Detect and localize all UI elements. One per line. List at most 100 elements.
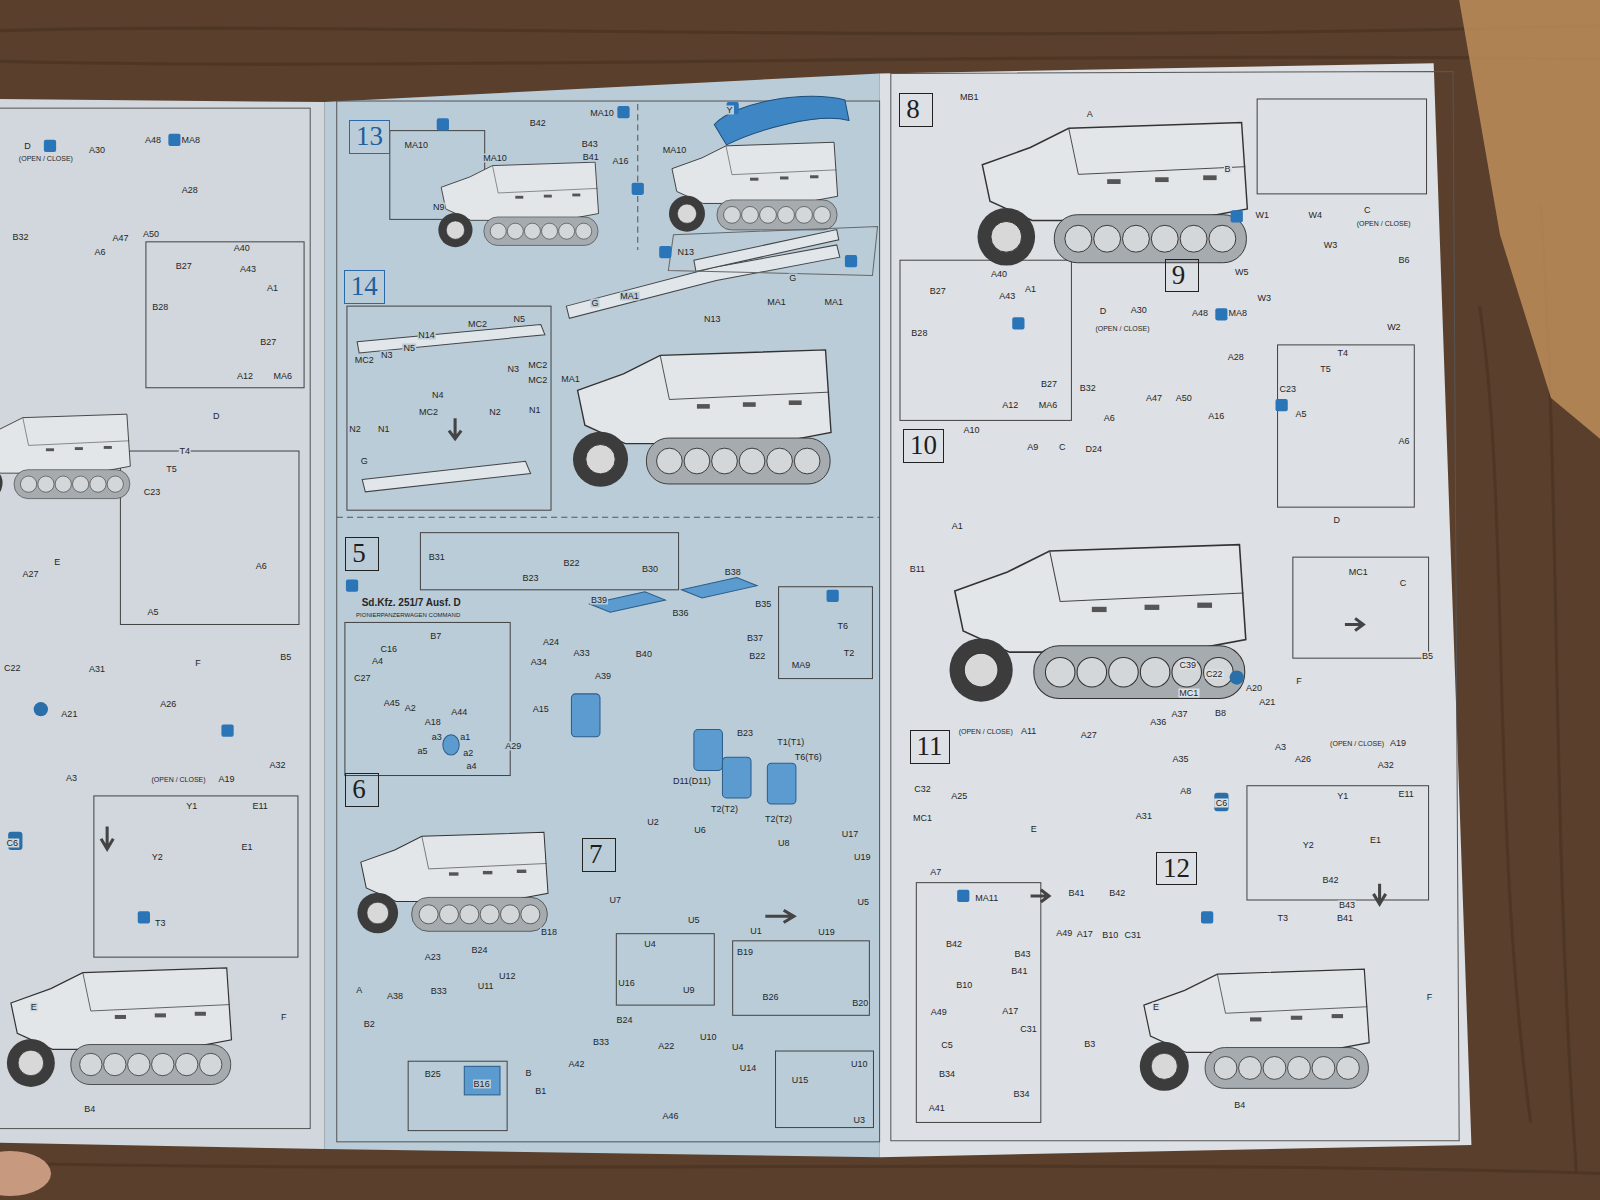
part-label: MA10 bbox=[482, 154, 508, 163]
art-rect bbox=[437, 118, 449, 130]
part-label: A19 bbox=[1389, 738, 1407, 747]
part-label: A6 bbox=[93, 248, 106, 257]
art-path bbox=[0, 57, 1600, 64]
step-number: 8 bbox=[906, 95, 926, 125]
part-label: B43 bbox=[581, 139, 599, 148]
part-label: B23 bbox=[522, 573, 540, 582]
art-rect bbox=[221, 724, 233, 736]
part-label: B27 bbox=[259, 337, 277, 346]
art-rect bbox=[420, 533, 678, 590]
part-label: W3 bbox=[1323, 240, 1339, 249]
part-label: B38 bbox=[724, 568, 742, 577]
part-label: B8 bbox=[1214, 709, 1227, 718]
part-label: A49 bbox=[930, 1008, 948, 1017]
part-label: D bbox=[212, 412, 221, 421]
part-label: U16 bbox=[617, 978, 636, 987]
part-label: U10 bbox=[699, 1032, 718, 1041]
art-rect bbox=[464, 1066, 500, 1095]
part-label: Sd.Kfz. 251/7 Ausf. D bbox=[361, 598, 462, 608]
art-use bbox=[1140, 969, 1369, 1091]
part-label: U14 bbox=[739, 1064, 758, 1073]
page-frame bbox=[891, 71, 1459, 1140]
part-label: A26 bbox=[159, 700, 177, 709]
part-label: B42 bbox=[529, 119, 547, 128]
art-rect bbox=[776, 1051, 874, 1128]
part-label: U2 bbox=[646, 818, 660, 827]
part-label: C23 bbox=[143, 487, 162, 496]
part-label: A30 bbox=[1130, 306, 1148, 315]
art-rect bbox=[408, 1061, 507, 1130]
part-label: T6 bbox=[837, 621, 850, 630]
part-label: (OPEN / CLOSE) bbox=[958, 727, 1014, 734]
part-label: G bbox=[360, 457, 369, 466]
part-label: D11(D11) bbox=[672, 776, 712, 785]
art-rect bbox=[345, 622, 510, 775]
part-label: T3 bbox=[1276, 914, 1289, 923]
part-label: A23 bbox=[424, 953, 442, 962]
part-label: a4 bbox=[465, 762, 477, 771]
wood-grain bbox=[0, 26, 1600, 1174]
part-label: A43 bbox=[239, 265, 257, 274]
part-label: A28 bbox=[181, 185, 199, 194]
arrow-symbol bbox=[1345, 618, 1363, 630]
part-label: B10 bbox=[955, 980, 973, 989]
part-label: MC2 bbox=[527, 375, 548, 384]
part-label: MA6 bbox=[1038, 401, 1059, 410]
part-label: E bbox=[1030, 824, 1038, 833]
part-label: MA10 bbox=[589, 109, 615, 118]
art-ellipse bbox=[443, 735, 459, 755]
middle-panel bbox=[324, 73, 879, 1157]
part-label: B31 bbox=[428, 553, 446, 562]
art-rect bbox=[694, 730, 723, 771]
part-label: C23 bbox=[1278, 384, 1297, 393]
part-label: MC2 bbox=[354, 356, 375, 365]
part-label: A43 bbox=[998, 291, 1016, 300]
art-rect bbox=[1278, 345, 1415, 507]
part-label: E bbox=[1152, 1003, 1160, 1012]
part-label: D bbox=[1099, 307, 1108, 316]
dashed-divider bbox=[637, 104, 638, 250]
part-label: N2 bbox=[348, 424, 362, 433]
part-label: U19 bbox=[853, 853, 872, 862]
part-label: MA8 bbox=[1227, 309, 1248, 318]
part-label: A1 bbox=[266, 283, 279, 292]
art-rect bbox=[44, 140, 56, 152]
part-label: B22 bbox=[748, 652, 766, 661]
part-label: T3 bbox=[154, 919, 167, 928]
part-label: B42 bbox=[1108, 888, 1126, 897]
part-label: A6 bbox=[255, 562, 268, 571]
part-label: C31 bbox=[1019, 1024, 1038, 1033]
part-label: B6 bbox=[1398, 256, 1411, 265]
part-label: A25 bbox=[950, 791, 968, 800]
part-label: N5 bbox=[513, 315, 527, 324]
part-label: B37 bbox=[746, 633, 764, 642]
part-label: C bbox=[1363, 206, 1372, 215]
right-panel bbox=[880, 63, 1472, 1157]
part-label: E bbox=[30, 1003, 38, 1012]
part-label: C6 bbox=[5, 838, 19, 847]
part-label: A28 bbox=[1227, 353, 1245, 362]
part-label: N9 bbox=[432, 203, 446, 212]
art-use bbox=[977, 123, 1247, 266]
part-label: G bbox=[590, 299, 599, 308]
art-rect bbox=[168, 134, 180, 146]
part-label: MA6 bbox=[272, 371, 293, 380]
art-use bbox=[7, 968, 232, 1087]
art-use bbox=[438, 162, 598, 247]
part-label: E1 bbox=[1369, 835, 1382, 844]
part-label: B27 bbox=[929, 286, 947, 295]
part-label: A41 bbox=[928, 1104, 946, 1113]
part-label: C16 bbox=[380, 644, 399, 653]
art-rect bbox=[900, 260, 1071, 420]
part-label: MA11 bbox=[974, 893, 999, 902]
part-label: C6 bbox=[1215, 799, 1229, 808]
art-rect bbox=[1231, 210, 1243, 222]
part-label: F bbox=[194, 659, 202, 668]
part-label: PIONIERPANZERWAGEN COMMAND bbox=[355, 612, 461, 618]
art-rect bbox=[727, 102, 739, 114]
part-label: A40 bbox=[233, 243, 251, 252]
part-label: B42 bbox=[945, 939, 963, 948]
part-label: U11 bbox=[477, 981, 495, 990]
part-label: W1 bbox=[1254, 211, 1270, 220]
